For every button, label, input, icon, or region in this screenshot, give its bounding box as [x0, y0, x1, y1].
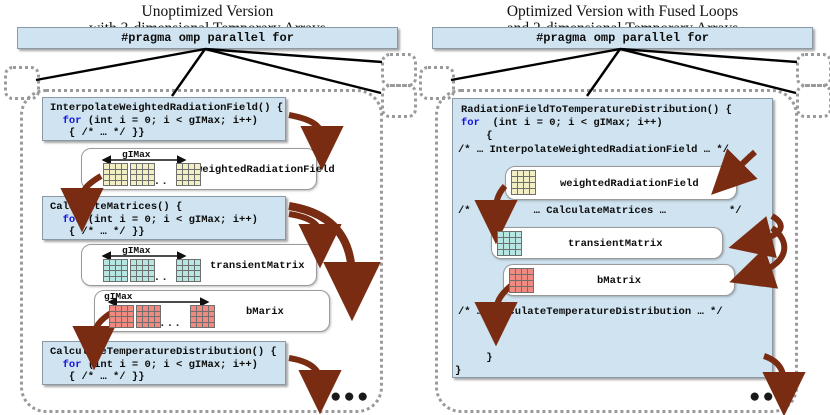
- array-grid-weightedRadiationField-1: [103, 163, 128, 186]
- right-code-line-signature: RadiationFieldToTemperatureDistribution(…: [461, 104, 732, 116]
- array-grid-r-bMatrix: [509, 268, 534, 293]
- array-grid-bMarix-2: [136, 305, 161, 328]
- right-code-comment-matrices: /* … CalculateMatrices … */: [458, 205, 742, 217]
- right-code-line-openbrace: {: [461, 130, 493, 142]
- code-keyword-for: for: [461, 117, 480, 129]
- right-pragma-bar: #pragma omp parallel for: [432, 27, 813, 49]
- array-label-transientMatrix-r: transientMatrix: [568, 238, 663, 250]
- array-grid-weightedRadiationField-2: [130, 163, 155, 186]
- array-grid-transientMatrix-3: [176, 259, 201, 282]
- array-grid-r-transientMatrix: [497, 231, 522, 256]
- left-title-line1: Unoptimized Version: [141, 3, 274, 20]
- right-code-line-closebrace-outer: }: [455, 365, 462, 377]
- right-code-for-rest: (int i = 0; i < gIMax; i++): [479, 117, 663, 129]
- array-label-bMatrix-r: bMatrix: [597, 275, 642, 287]
- right-title-line1: Optimized Version with Fused Loops: [506, 3, 739, 20]
- array-label-weightedRadiationField-r: weightedRadiationField: [560, 178, 699, 190]
- right-code-comment-temperature: /* … CalculateTemperatureDistribution … …: [458, 306, 723, 318]
- thread-node-right-lower: [381, 84, 417, 118]
- code-line-for: (int i = 0; i < gIMax; i++): [81, 114, 258, 127]
- array-dim-label-1: gIMax: [122, 149, 151, 160]
- array-grid-transientMatrix-2: [130, 259, 155, 282]
- array-grid-r-weightedRadiationField: [511, 170, 536, 195]
- array-grid-bMarix-3: [190, 305, 215, 328]
- thread-node-left-outer: [4, 66, 40, 100]
- array-box-weightedRadiationField-r: [505, 166, 737, 200]
- right-code-line-for: for (int i = 0; i < gIMax; i++): [461, 117, 663, 130]
- code-line-body: { /* … */ }}: [50, 371, 145, 384]
- array-dim-label-2: gIMax: [122, 245, 151, 256]
- code-line-body: { /* … */ }}: [50, 127, 145, 140]
- code-line-signature: InterpolateWeightedRadiationField() {: [50, 102, 284, 114]
- array-grid-weightedRadiationField-3: [176, 163, 201, 186]
- array-grid-transientMatrix-1: [103, 259, 128, 282]
- right-code-line-closebrace-inner: }: [461, 352, 493, 364]
- array-grid-bMarix-1: [109, 305, 134, 328]
- array-dim-label-3: gIMax: [104, 291, 133, 302]
- array-box-transientMatrix-r: [491, 227, 723, 259]
- thread-node-left-outer-r: [419, 66, 455, 100]
- array-ellipsis-3: ...: [159, 318, 182, 330]
- code-block-interpolate: InterpolateWeightedRadiationField() { fo…: [42, 97, 286, 141]
- array-box-bMatrix-r: [503, 264, 735, 296]
- code-keyword-for: for: [62, 114, 82, 127]
- array-label-weightedRadiationField: weightedRadiationField: [196, 164, 335, 176]
- array-label-transientMatrix: transientMatrix: [210, 260, 305, 272]
- array-label-bMarix: bMarix: [246, 306, 284, 318]
